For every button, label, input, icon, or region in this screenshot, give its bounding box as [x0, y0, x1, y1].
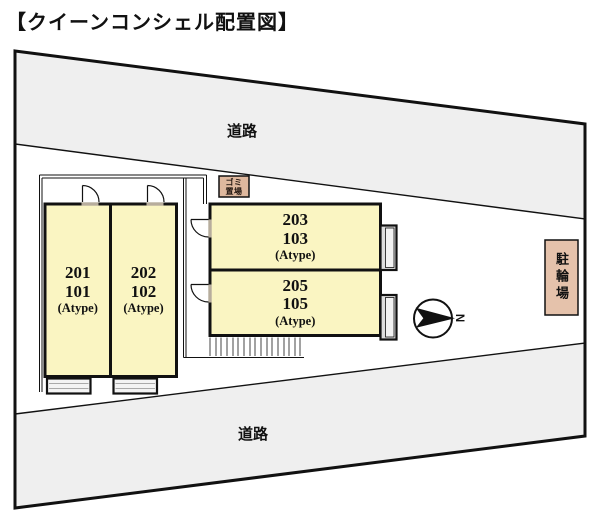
walkway-hatch-ticks [209, 337, 301, 356]
unit-203-door-icon [190, 218, 209, 238]
unit-203-balcony-inner [385, 227, 395, 268]
road-top-area [14, 50, 586, 220]
site-outer-boundary [13, 49, 587, 510]
road-bottom-label: 道路 [237, 426, 268, 443]
unit-202-label: 202 102 (Atype) [111, 204, 177, 377]
unit-203-door-threshold [208, 219, 212, 238]
bicycle-parking-label: 駐輪場 [554, 252, 569, 303]
unit-201-door-threshold [81, 202, 99, 206]
bicycle-parking-box [544, 239, 579, 316]
north-compass-needle-icon [415, 307, 455, 328]
unit-205-label: 205 105 (Atype) [210, 270, 381, 336]
unit-202-balcony [112, 377, 159, 395]
unit-202-type: (Atype) [123, 301, 164, 316]
unit-205-room [208, 268, 382, 337]
unit-205-type: (Atype) [275, 313, 316, 328]
unit-203-label: 203 103 (Atype) [210, 204, 381, 270]
unit-201-label: 201 101 (Atype) [45, 204, 111, 377]
diagram-title: 【クイーンコンシェル配置図】 [6, 12, 299, 34]
unit-205-lower-number: 105 [282, 294, 309, 314]
unit-202-door-icon [146, 184, 165, 203]
unit-201-lower-number: 101 [65, 281, 91, 301]
compass-north-label: N [453, 313, 465, 323]
unit-203-type: (Atype) [275, 248, 316, 262]
unit-203-upper-number: 203 [282, 210, 309, 229]
unit-205-balcony-inner [385, 297, 395, 338]
garbage-station-label: ゴミ 置場 [219, 176, 249, 197]
balcony-hatch-lines [49, 383, 155, 389]
unit-205-upper-number: 205 [282, 275, 309, 295]
unit-205-door-threshold [208, 284, 212, 303]
unit-201-balcony [45, 377, 92, 395]
garbage-label-line2: 置場 [225, 186, 243, 196]
road-top-label: 道路 [226, 123, 257, 140]
unit-202-lower-number: 102 [130, 281, 157, 301]
unit-202-door-threshold [146, 202, 164, 206]
unit-201-upper-number: 201 [65, 263, 91, 283]
unit-202-upper-number: 202 [130, 263, 157, 283]
unit-202-room [109, 202, 178, 378]
unit-201-room [43, 202, 112, 378]
garbage-station-box [218, 175, 250, 198]
unit-203-lower-number: 103 [282, 228, 309, 248]
enclosure-wall-lines [39, 174, 304, 392]
unit-201-type: (Atype) [57, 301, 98, 316]
garbage-label-line1: ゴミ [225, 177, 243, 187]
unit-201-door-icon [81, 184, 100, 203]
unit-205-door-icon [190, 283, 209, 303]
